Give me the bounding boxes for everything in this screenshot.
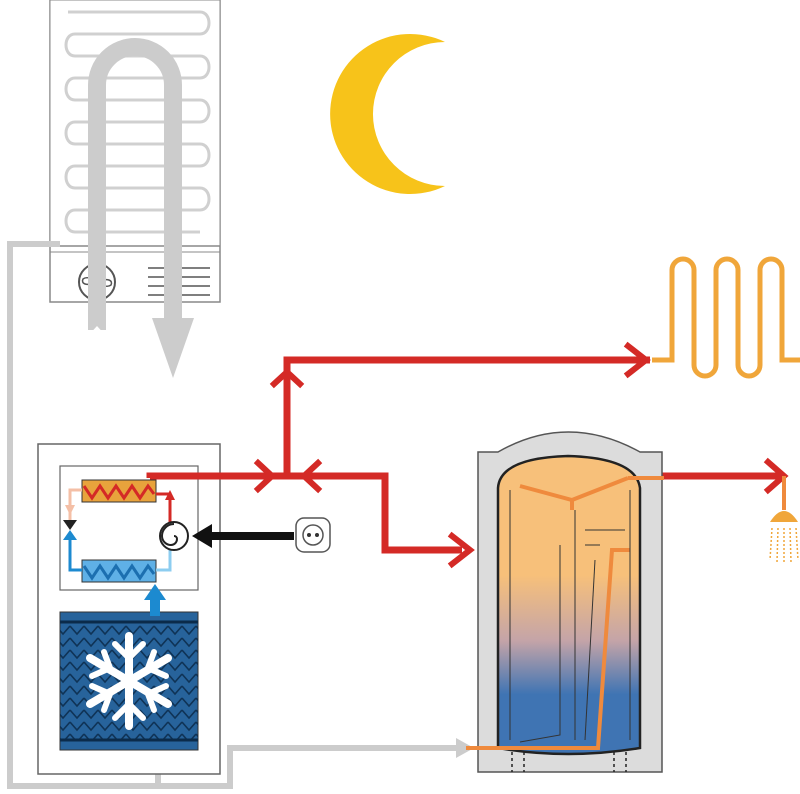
domestic-water-line xyxy=(466,476,664,750)
storage-tank xyxy=(466,431,664,773)
power-socket-icon xyxy=(295,517,331,553)
tank-flow-arrows xyxy=(509,490,631,743)
outdoor-evaporator-coil xyxy=(64,10,211,234)
outdoor-airflow-arrow xyxy=(88,38,182,330)
crescent-moon-icon xyxy=(330,33,445,194)
snowflake-icon xyxy=(86,632,172,730)
cold-flow-arrowhead xyxy=(144,584,166,600)
heating-coil xyxy=(652,256,800,379)
expansion-valve-icon xyxy=(63,520,77,540)
power-input xyxy=(192,517,331,553)
outdoor-unit xyxy=(49,0,221,378)
hot-supply-pipes xyxy=(146,356,780,554)
power-arrowhead xyxy=(192,524,212,548)
return-tank-arrowhead xyxy=(456,738,474,758)
airflow-out-arrowhead xyxy=(152,318,194,378)
indoor-heat-pump-unit xyxy=(37,443,221,775)
shower-head-icon xyxy=(769,476,799,564)
compressor-spiral-icon xyxy=(159,521,189,551)
